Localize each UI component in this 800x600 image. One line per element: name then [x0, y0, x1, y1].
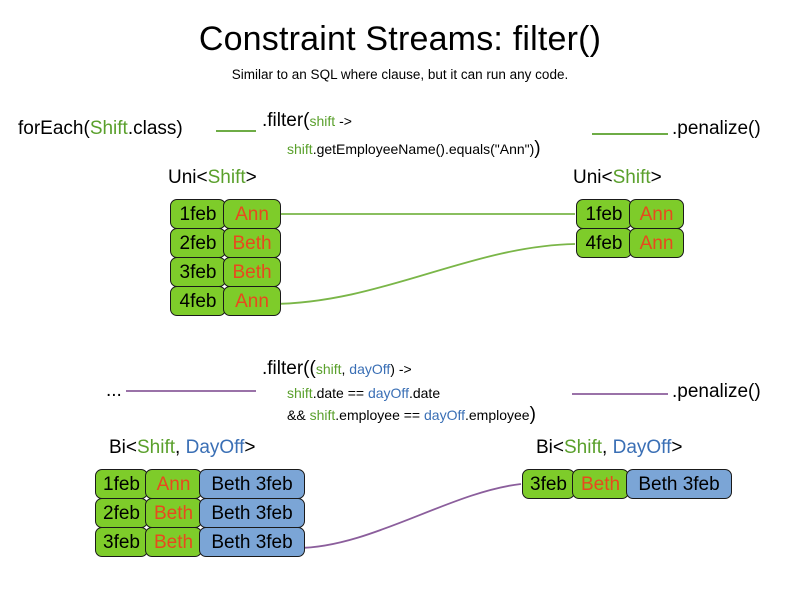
- foreach-prefix: forEach(: [18, 118, 90, 139]
- table-row: 4feb Ann: [170, 286, 281, 316]
- filter2-comma: ,: [341, 361, 350, 377]
- bi-input-table: 1feb Ann Beth 3feb 2feb Beth Beth 3feb 3…: [95, 469, 305, 557]
- filter2-l2-mid: .date ==: [312, 385, 368, 401]
- cell-date: 3feb: [170, 257, 226, 287]
- cell-date: 3feb: [522, 469, 575, 499]
- caption-bi-input-suffix: >: [244, 437, 256, 458]
- caption-uni-output: Uni<Shift>: [573, 167, 662, 189]
- cell-name: Ann: [223, 286, 281, 316]
- filter2-l3-mid: .employee ==: [335, 407, 424, 423]
- filter2-line3: && shift.employee == dayOff.employee): [287, 404, 536, 426]
- filter2-line2: shift.date == dayOff.date: [287, 385, 440, 401]
- table-row: 3feb Beth Beth 3feb: [95, 527, 305, 557]
- caption-uni-input: Uni<Shift>: [168, 167, 257, 189]
- table-row: 1feb Ann: [576, 199, 684, 229]
- cell-name: Ann: [223, 199, 281, 229]
- filter2-l3-b: dayOff: [424, 407, 465, 423]
- caption-bi-output: Bi<Shift, DayOff>: [536, 437, 682, 459]
- filter2-l2-b: dayOff: [367, 385, 409, 401]
- filter2-l3-end: .employee: [465, 407, 530, 423]
- caption-uni-input-suffix: >: [245, 167, 257, 188]
- cell-dayoff: Beth 3feb: [626, 469, 732, 499]
- foreach-type: Shift: [89, 118, 128, 139]
- filter2-param-a: shift: [315, 361, 342, 377]
- uni-output-table: 1feb Ann 4feb Ann: [576, 199, 684, 258]
- cell-dayoff: Beth 3feb: [199, 469, 305, 499]
- caption-bi-input-prefix: Bi<: [109, 437, 137, 458]
- caption-uni-output-prefix: Uni<: [573, 167, 613, 188]
- filter1-line2: shift.getEmployeeName().equals("Ann")): [287, 138, 541, 160]
- filter2-l3-prefix: &&: [287, 407, 310, 423]
- cell-name: Beth: [223, 257, 281, 287]
- filter2-line1: .filter((shift, dayOff) ->: [262, 358, 412, 380]
- filter2-l2-a: shift: [287, 385, 313, 401]
- link-uni-row4-to-out2: [269, 243, 576, 305]
- filter1-keyword: .filter(: [262, 110, 310, 131]
- caption-bi-output-type-a: Shift: [564, 437, 603, 458]
- filter1-close-paren: ): [534, 138, 541, 159]
- bi-output-table: 3feb Beth Beth 3feb: [522, 469, 732, 499]
- table-row: 1feb Ann Beth 3feb: [95, 469, 305, 499]
- cell-date: 4feb: [170, 286, 226, 316]
- cell-dayoff: Beth 3feb: [199, 527, 305, 557]
- cell-date: 1feb: [170, 199, 226, 229]
- caption-bi-input: Bi<Shift, DayOff>: [109, 437, 255, 459]
- caption-bi-input-type-a: Shift: [137, 437, 176, 458]
- caption-uni-output-suffix: >: [650, 167, 662, 188]
- caption-uni-input-prefix: Uni<: [168, 167, 208, 188]
- caption-bi-input-comma: ,: [175, 437, 186, 458]
- link-bi-row3-to-out1: [296, 483, 522, 549]
- caption-bi-output-comma: ,: [602, 437, 613, 458]
- filter2-arrow: ) ->: [390, 361, 412, 377]
- caption-bi-output-suffix: >: [671, 437, 683, 458]
- cell-date: 1feb: [576, 199, 632, 229]
- cell-date: 4feb: [576, 228, 632, 258]
- caption-bi-output-prefix: Bi<: [536, 437, 564, 458]
- cell-date: 2feb: [95, 498, 148, 528]
- cell-name: Ann: [145, 469, 202, 499]
- caption-bi-output-type-b: DayOff: [612, 437, 672, 458]
- filter2-l2-end: .date: [408, 385, 441, 401]
- cell-name: Beth: [223, 228, 281, 258]
- caption-bi-input-type-b: DayOff: [185, 437, 245, 458]
- filter1-body-param: shift: [287, 141, 313, 157]
- filter1-param: shift: [309, 113, 336, 129]
- filter1-line1: .filter(shift ->: [262, 110, 352, 132]
- foreach-suffix: .class): [127, 118, 183, 139]
- table-row: 4feb Ann: [576, 228, 684, 258]
- table-row: 3feb Beth Beth 3feb: [522, 469, 732, 499]
- table-row: 3feb Beth: [170, 257, 281, 287]
- filter2-close-paren: ): [529, 404, 536, 425]
- cell-name: Beth: [145, 498, 202, 528]
- filter1-arrow: ->: [335, 113, 352, 129]
- penalize2-expression: .penalize(): [672, 381, 761, 402]
- filter2-param-b: dayOff: [349, 361, 391, 377]
- cell-date: 3feb: [95, 527, 148, 557]
- page-title: Constraint Streams: filter(): [198, 20, 602, 58]
- cell-name: Ann: [629, 228, 684, 258]
- filter2-l3-a: shift: [309, 407, 336, 423]
- cell-name: Beth: [572, 469, 629, 499]
- cell-name: Beth: [145, 527, 202, 557]
- foreach-expression: forEach(Shift.class): [18, 118, 183, 140]
- cell-name: Ann: [629, 199, 684, 229]
- cell-date: 2feb: [170, 228, 226, 258]
- table-row: 2feb Beth: [170, 228, 281, 258]
- table-row: 1feb Ann: [170, 199, 281, 229]
- filter2-keyword: .filter((: [262, 358, 316, 379]
- caption-uni-output-type: Shift: [612, 167, 651, 188]
- page-subtitle: Similar to an SQL where clause, but it c…: [231, 67, 569, 82]
- bi-source-ellipsis: ...: [106, 380, 122, 401]
- filter1-body-call: .getEmployeeName().equals("Ann"): [312, 141, 535, 157]
- table-row: 2feb Beth Beth 3feb: [95, 498, 305, 528]
- caption-uni-input-type: Shift: [207, 167, 246, 188]
- penalize1-expression: .penalize(): [672, 118, 761, 139]
- cell-dayoff: Beth 3feb: [199, 498, 305, 528]
- uni-input-table: 1feb Ann 2feb Beth 3feb Beth 4feb Ann: [170, 199, 281, 316]
- cell-date: 1feb: [95, 469, 148, 499]
